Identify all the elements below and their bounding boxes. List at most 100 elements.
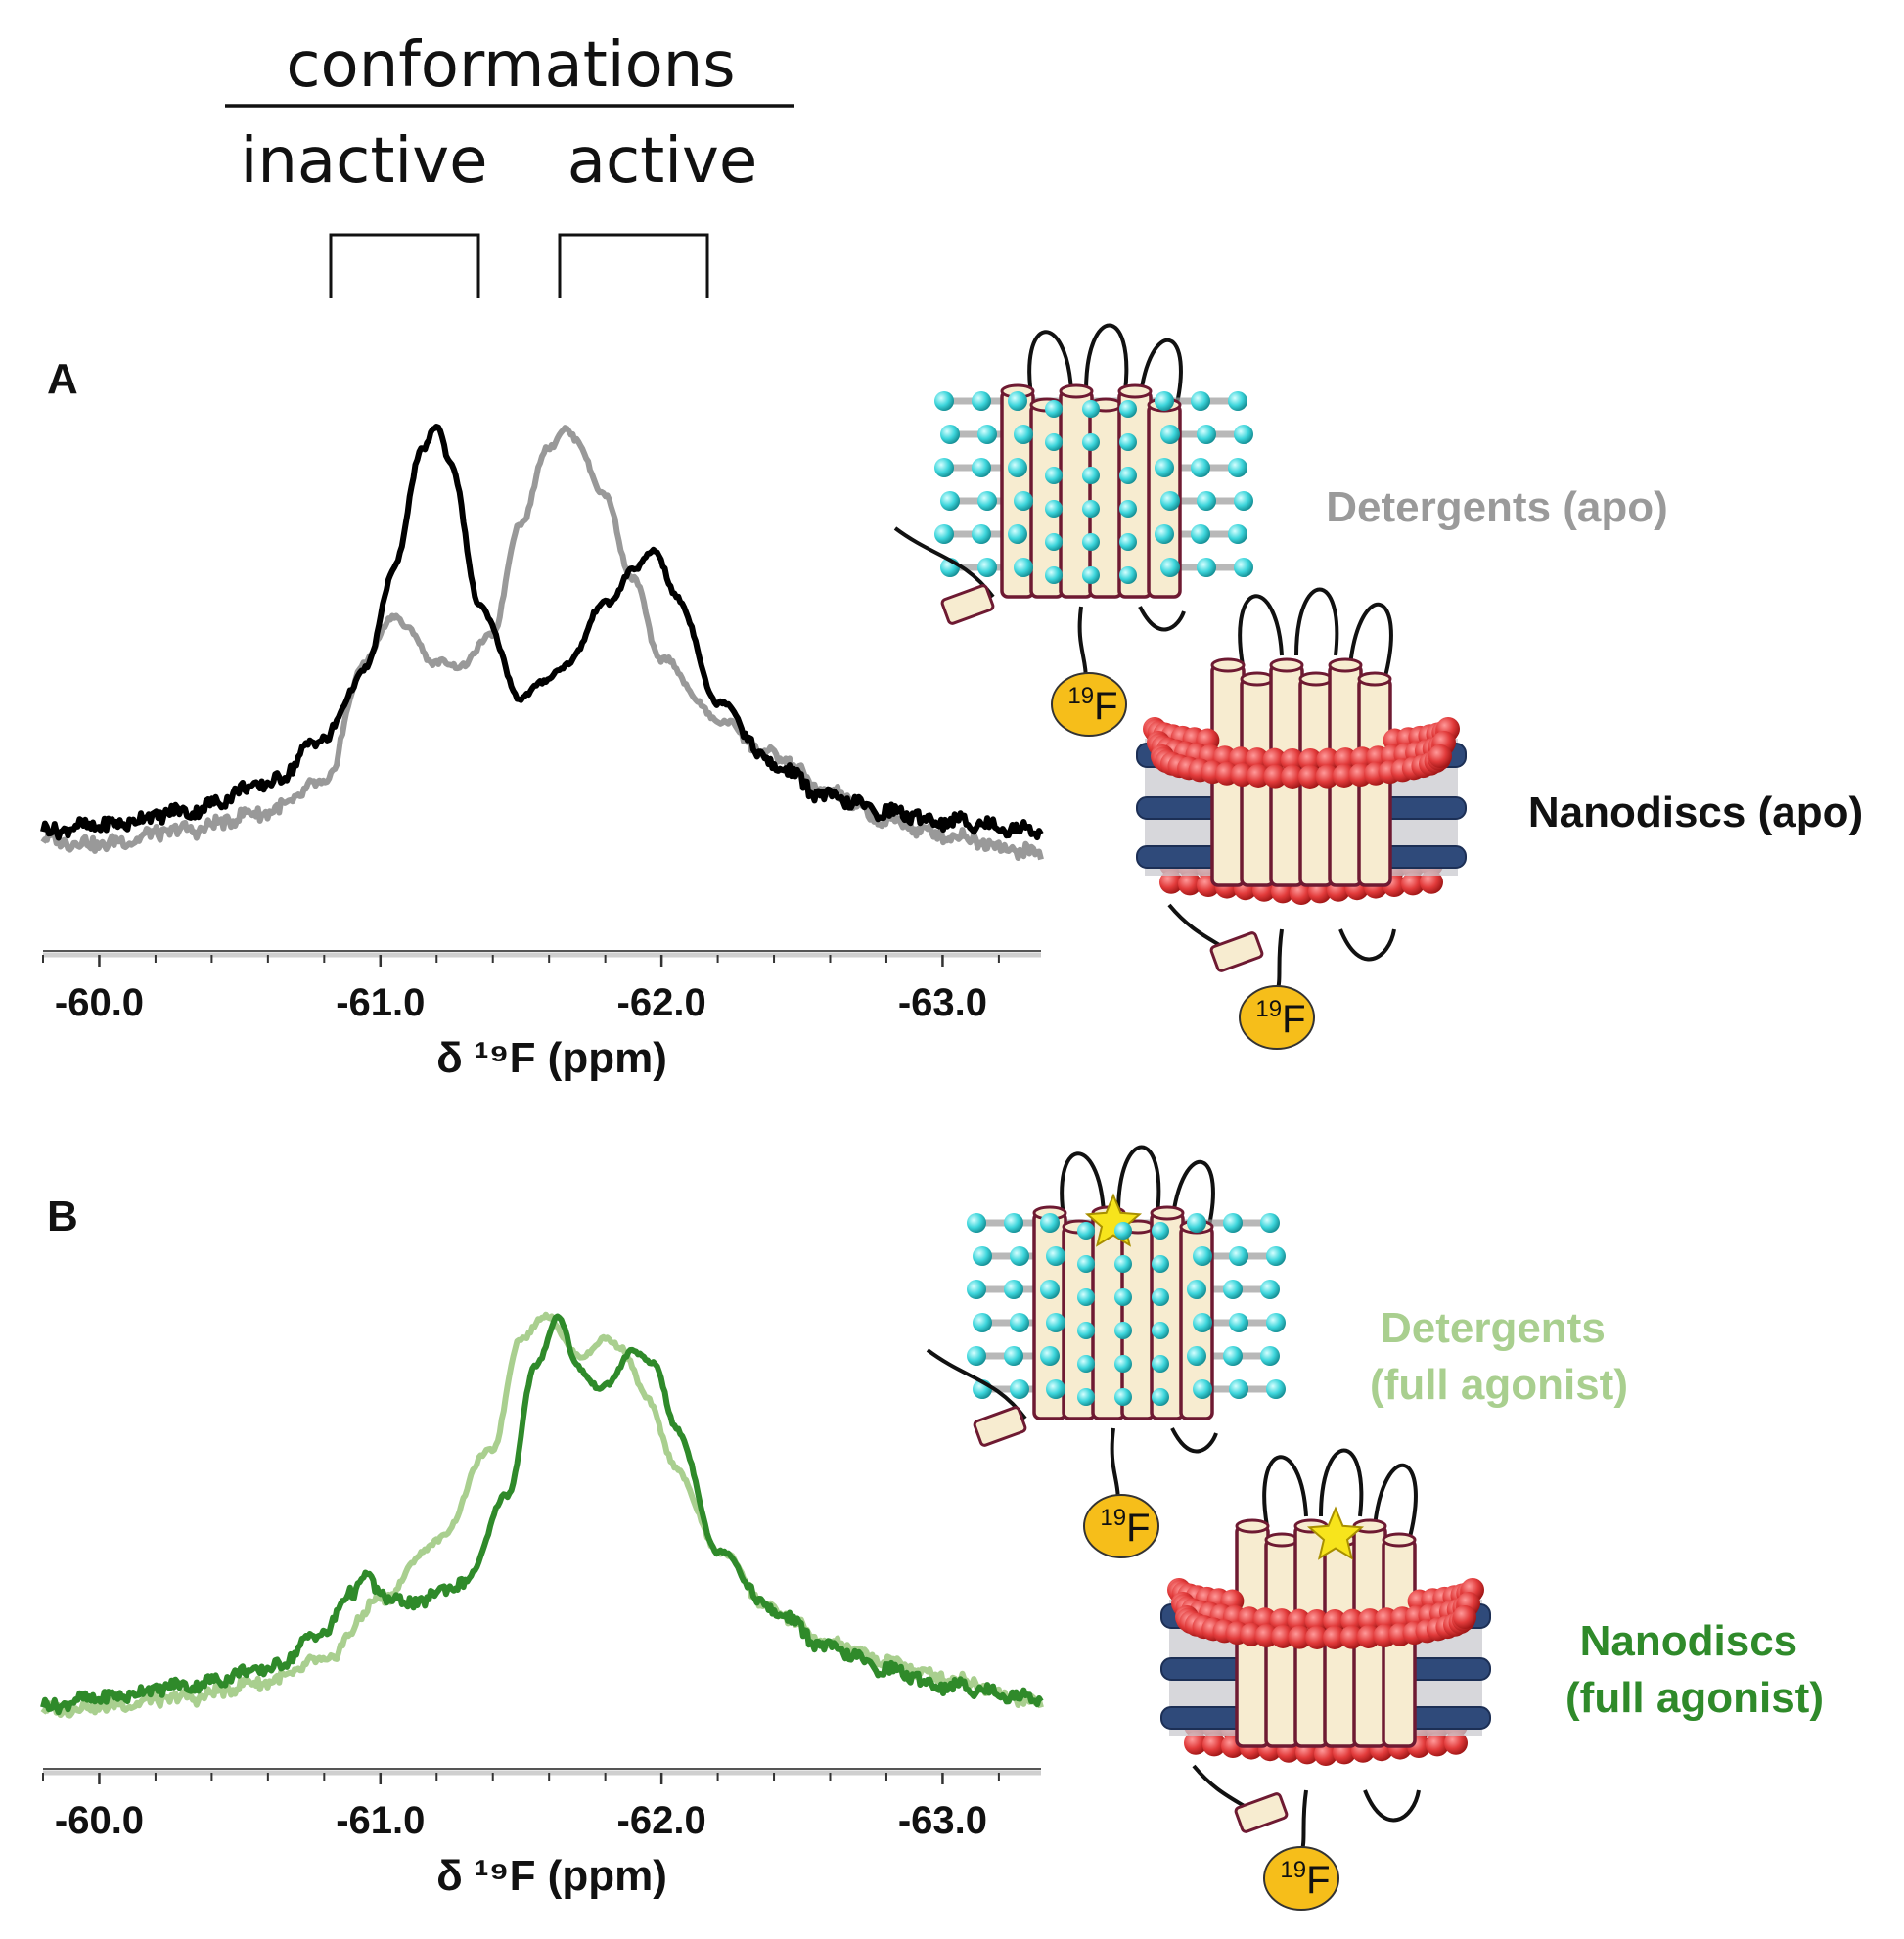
detergent-head (1040, 1346, 1060, 1366)
detergent-head (940, 491, 960, 511)
helix-cap (1264, 1532, 1299, 1548)
helix-cap (1357, 671, 1392, 687)
detergent-apo-schematic: 19F (893, 323, 1253, 737)
detergent-head (1010, 1246, 1029, 1266)
detergent-head (1114, 1255, 1132, 1273)
lipid-head (1184, 1731, 1207, 1755)
lipid-head (1159, 870, 1183, 894)
legend-detergents-apo: Detergents (apo) (1326, 483, 1668, 531)
lipid-head (1428, 744, 1452, 768)
detergent-head (1082, 467, 1100, 484)
detergent-head (934, 524, 954, 544)
detergent-head (1077, 1288, 1095, 1306)
extracellular-loops (1262, 1448, 1418, 1542)
detergent-head (1197, 425, 1216, 444)
fluorine-superscript: 19 (1067, 683, 1094, 709)
helix-cap (1235, 1518, 1270, 1534)
detergent-head (1187, 1213, 1206, 1233)
active-label: active (567, 125, 758, 198)
detergent-head (1114, 1288, 1132, 1306)
detergent-head (1082, 566, 1100, 584)
x-tick-label: -63.0 (898, 981, 987, 1024)
extracellular-loops (1238, 587, 1393, 681)
lipid-head (1314, 1742, 1337, 1766)
detergent-head (977, 558, 997, 577)
detergent-head (1077, 1222, 1095, 1240)
detergent-head (1045, 433, 1063, 451)
detergent-head (1260, 1346, 1280, 1366)
detergent-head (1010, 1313, 1029, 1332)
lipid-head (1262, 747, 1287, 772)
detergent-head (1082, 533, 1100, 551)
detergent-head (1119, 400, 1137, 418)
inactive-bracket (329, 233, 480, 298)
detergent-head (1191, 524, 1210, 544)
lipid-head (1202, 1733, 1226, 1757)
series-line-2 (40, 1313, 1044, 1716)
x-axis-label: δ ¹⁹F (ppm) (436, 1852, 667, 1900)
helix-8 (1234, 1792, 1289, 1833)
fluorine-text: 19F (1100, 1505, 1150, 1550)
lipid-head (1298, 747, 1323, 772)
detergent-head (1014, 558, 1033, 577)
detergent-head (967, 1346, 986, 1366)
series-line-2 (40, 424, 1044, 841)
spectrum-chart-a: -60.0-61.0-62.0-63.0δ ¹⁹F (ppm) (40, 424, 1044, 1082)
intracellular-loops (1275, 928, 1396, 994)
detergent-head (1223, 1280, 1243, 1299)
lipid-head (1271, 1624, 1295, 1648)
nanodisc-agonist-schematic: 19F (1160, 1448, 1491, 1911)
detergent-head (1155, 391, 1174, 411)
panel-label-b: B (47, 1193, 78, 1240)
x-tick-label: -60.0 (55, 981, 144, 1024)
legend-detergents-agonist: Detergents (full agonist) (1370, 1304, 1628, 1409)
detergent-head (940, 425, 960, 444)
detergent-head (1008, 391, 1027, 411)
detergent-head (1119, 500, 1137, 518)
detergent-head (1082, 500, 1100, 518)
conformations-header: conformations inactive active (225, 29, 794, 298)
detergent-head (1114, 1322, 1132, 1339)
detergent-head (1010, 1379, 1029, 1399)
detergent-head (1223, 1346, 1243, 1366)
fluorine-symbol: F (1306, 1859, 1330, 1902)
lipid-head (1304, 1608, 1329, 1633)
detergent-head (1046, 1313, 1065, 1332)
lipid-head (1247, 763, 1271, 788)
inactive-label: inactive (241, 125, 488, 198)
detergent-head (1152, 1322, 1169, 1339)
helix-cap (1328, 657, 1363, 673)
detergent-head (1228, 391, 1247, 411)
detergent-head (1114, 1355, 1132, 1373)
detergent-head (1266, 1246, 1286, 1266)
lipid-head (1323, 1608, 1347, 1633)
detergent-head (1008, 524, 1027, 544)
fluorine-superscript: 19 (1255, 996, 1282, 1022)
lipid-head (1297, 764, 1322, 789)
detergent-head (1046, 1379, 1065, 1399)
detergent-head (1228, 458, 1247, 477)
x-tick-label: -62.0 (617, 981, 706, 1024)
detergent-head (1260, 1280, 1280, 1299)
x-axis-label: δ ¹⁹F (ppm) (436, 1034, 667, 1082)
lipid-head (1316, 747, 1340, 772)
legend-detergents-agonist-line1: Detergents (1381, 1304, 1606, 1352)
detergent-head (1160, 425, 1180, 444)
fluorine-badge (1051, 672, 1127, 737)
legend-nanodiscs-apo-line: Nanodiscs (apo) (1528, 789, 1863, 836)
detergent-head (1223, 1213, 1243, 1233)
legend-detergents-apo-line: Detergents (apo) (1326, 483, 1668, 531)
legend-nanodiscs-agonist-line1: Nanodiscs (1580, 1617, 1798, 1665)
detergent-head (1160, 558, 1180, 577)
fluorine-text: 19F (1067, 683, 1117, 728)
helix-cap (1117, 383, 1153, 399)
helix-cap (1240, 671, 1275, 687)
detergent-head (1193, 1246, 1212, 1266)
detergent-head (1234, 425, 1253, 444)
lipid-head (1288, 1625, 1312, 1649)
lipid-head (1426, 1733, 1449, 1757)
detergent-head (1004, 1346, 1023, 1366)
helix-cylinder (1117, 389, 1153, 599)
